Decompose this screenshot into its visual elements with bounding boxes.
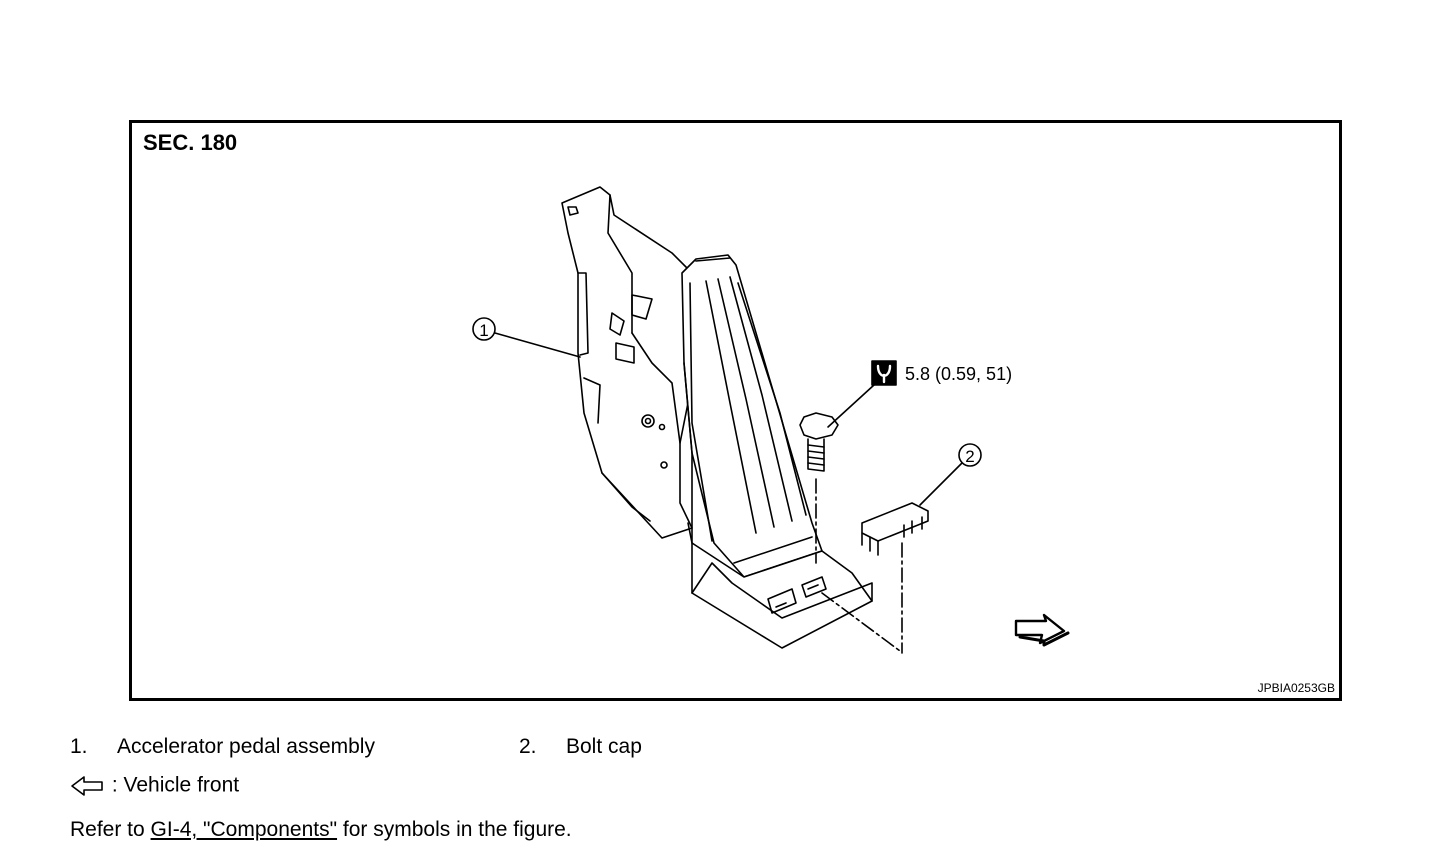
- legend-number: 2.: [519, 735, 537, 758]
- callout-1: 1: [472, 317, 581, 358]
- legend-label: Accelerator pedal assembly: [117, 735, 375, 758]
- bolt: [799, 412, 839, 564]
- callout-2: 2: [919, 443, 982, 506]
- legend-item-1: 1. Accelerator pedal assembly: [70, 735, 375, 759]
- accelerator-pedal-pad: [681, 254, 823, 578]
- vehicle-front-label: : Vehicle front: [111, 773, 240, 797]
- vehicle-front-arrow-icon: [1014, 613, 1070, 647]
- legend-vehicle-front: : Vehicle front: [70, 773, 239, 799]
- callout-2-label: 2: [965, 447, 974, 466]
- components-link[interactable]: GI-4, "Components": [150, 818, 338, 841]
- pedal-base-plate: [687, 522, 873, 649]
- vehicle-front-arrow-icon: [71, 776, 103, 796]
- legend-label: Bolt cap: [566, 735, 642, 758]
- refer-note: Refer to GI-4, "Components" for symbols …: [70, 818, 572, 842]
- accelerator-pedal-bracket: [561, 186, 709, 539]
- legend-number: 1.: [70, 735, 88, 758]
- figure-code: JPBIA0253GB: [1257, 681, 1335, 695]
- pedal-diagram: 1 2 5.8 (0.59, 51): [472, 186, 1070, 654]
- torque-wrench-icon: [827, 360, 897, 428]
- torque-spec: 5.8 (0.59, 51): [905, 364, 1012, 384]
- bolt-cap: [821, 502, 929, 654]
- refer-suffix: for symbols in the figure.: [337, 818, 572, 841]
- refer-prefix: Refer to: [70, 818, 151, 841]
- section-label: SEC. 180: [143, 130, 238, 155]
- figure-frame: SEC. 180: [129, 120, 1342, 701]
- callout-1-label: 1: [479, 321, 488, 340]
- legend-item-2: 2. Bolt cap: [519, 735, 642, 759]
